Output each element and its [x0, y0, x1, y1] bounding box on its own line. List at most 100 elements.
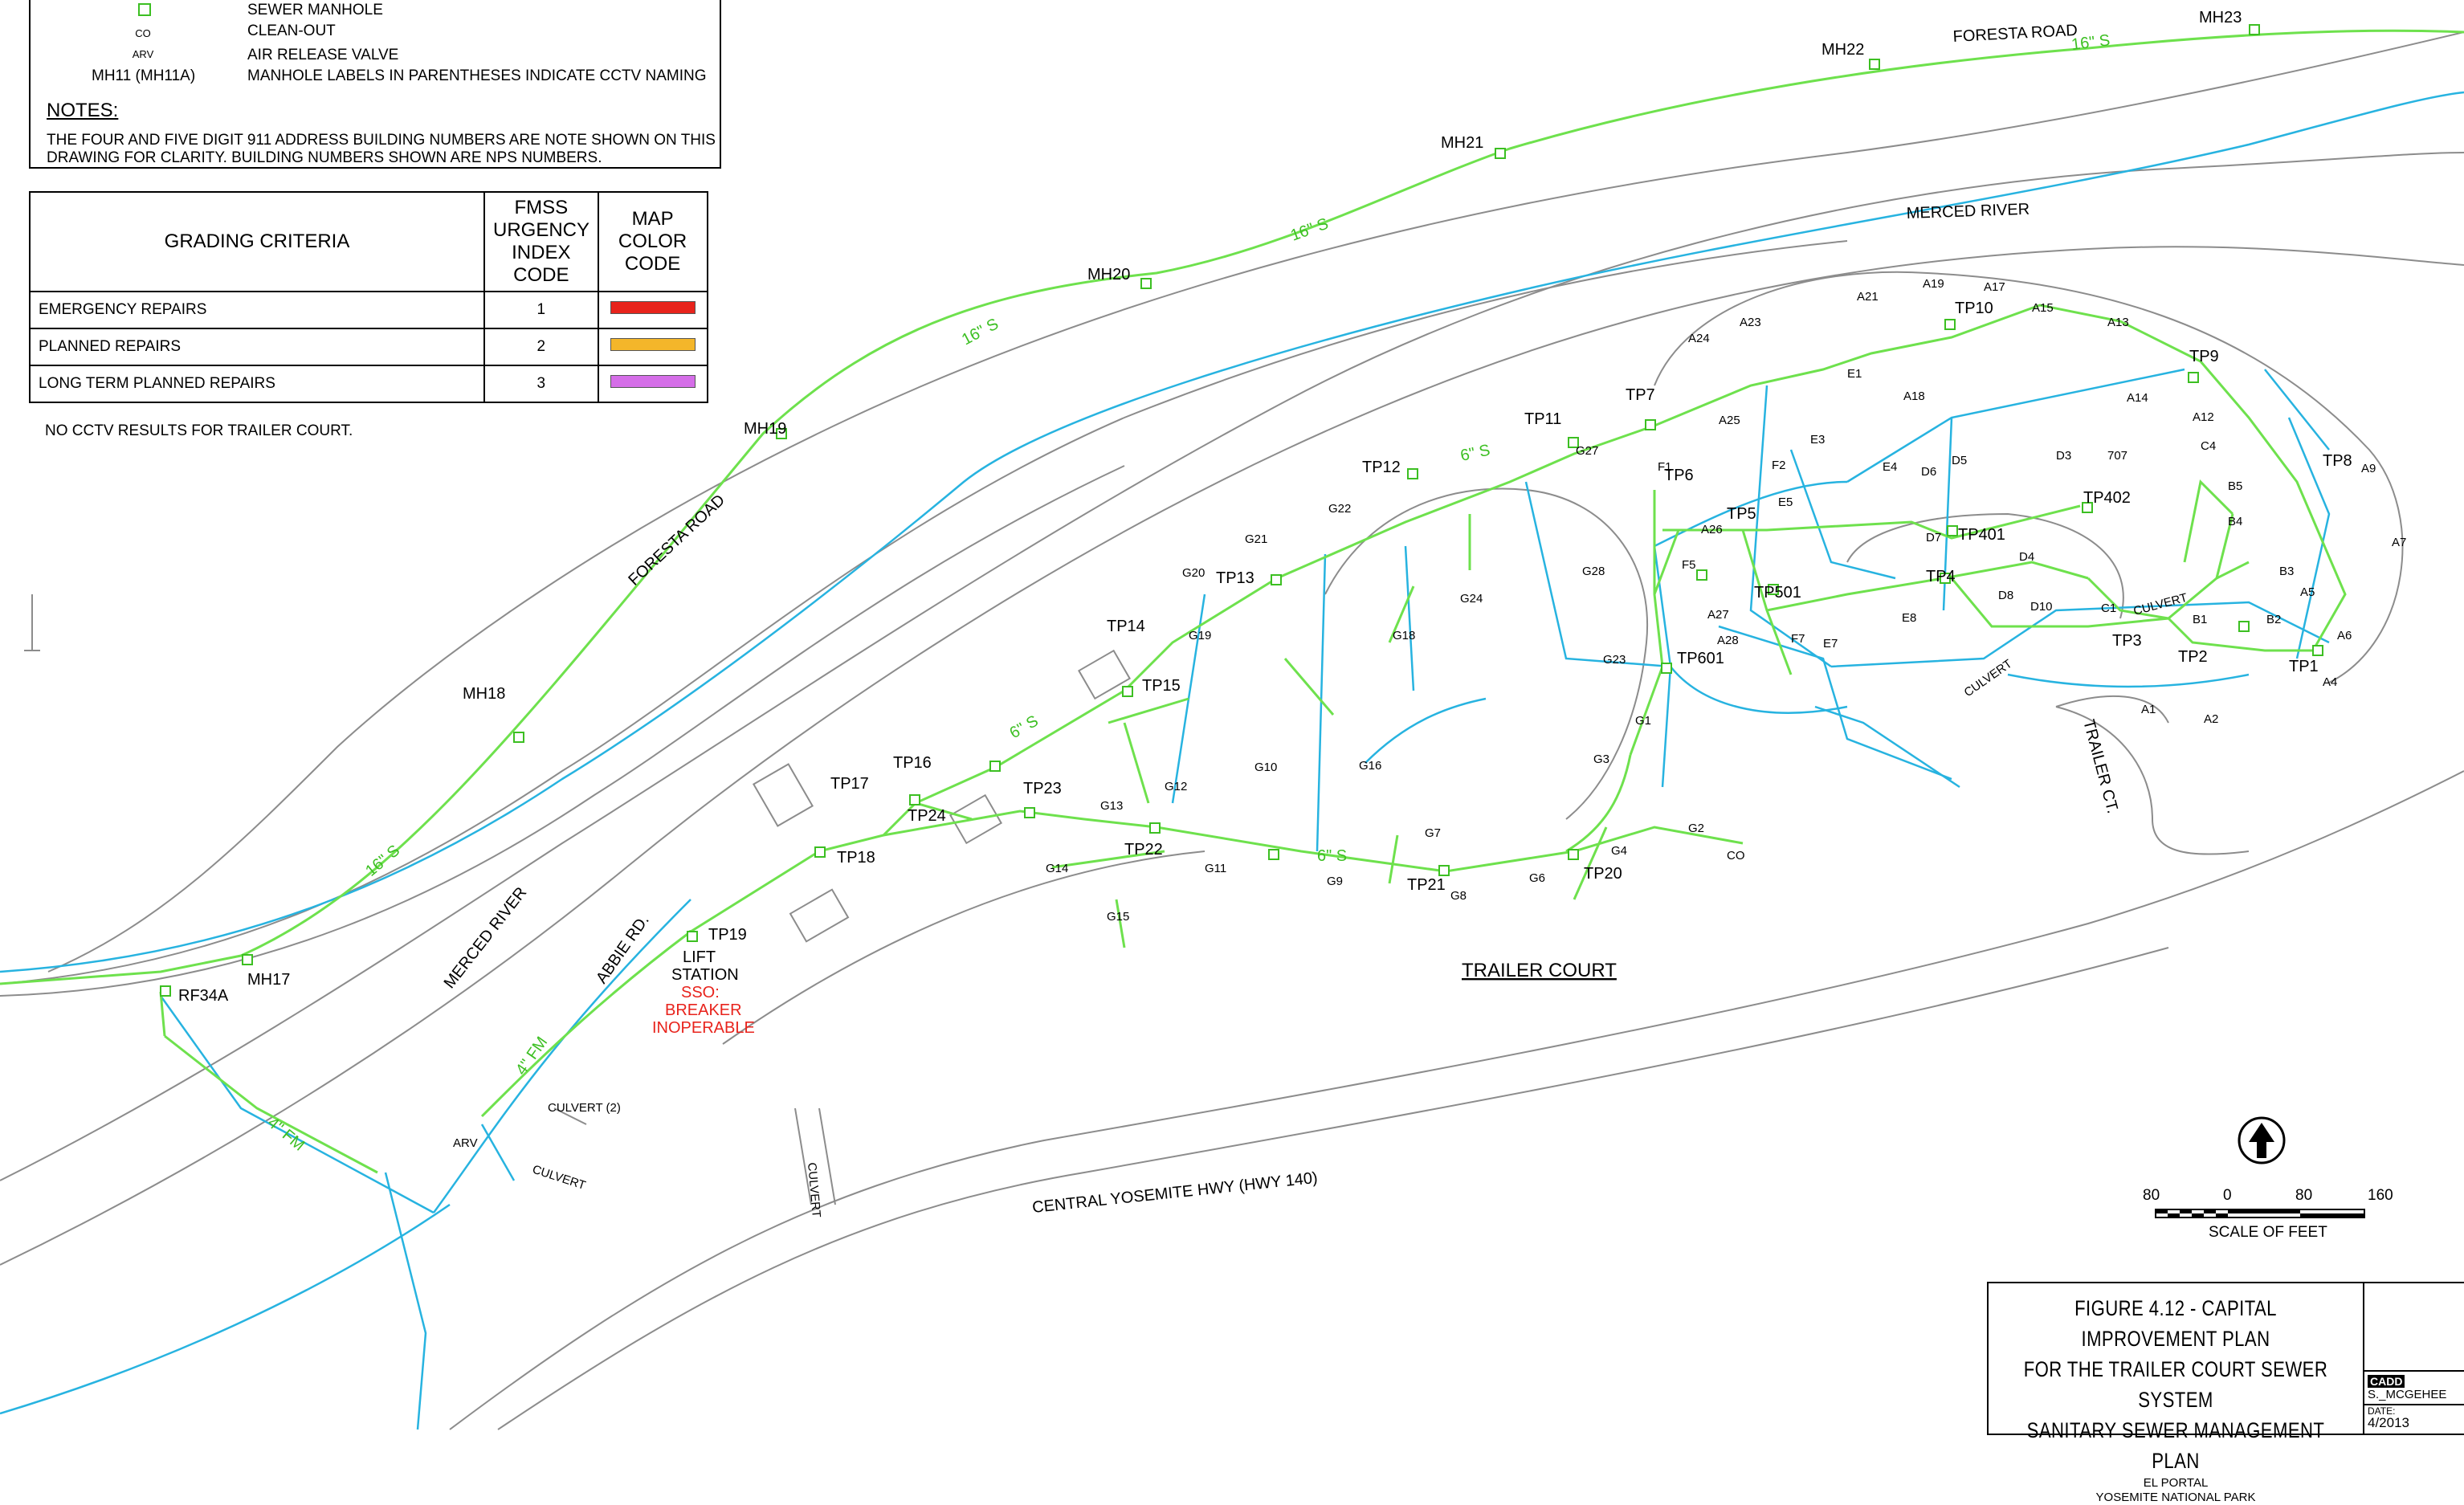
- manhole-label: TP501: [1754, 584, 1801, 602]
- manhole-label: MH18: [463, 685, 505, 703]
- manhole-markers: [160, 24, 2323, 997]
- manhole-label: TP14: [1107, 618, 1145, 635]
- abbie-rd-label: ABBIE RD.: [593, 912, 653, 987]
- grading-row-criteria: EMERGENCY REPAIRS: [29, 291, 485, 329]
- trailer-ct-label: TRAILER CT.: [2079, 718, 2121, 816]
- building-label: E3: [1810, 433, 1825, 447]
- building-label: E4: [1883, 460, 1897, 474]
- culvert-label-5: CULVERT: [2132, 591, 2189, 618]
- location-line: EL PORTAL: [2143, 1476, 2209, 1490]
- manhole-label: TP401: [1958, 526, 2005, 544]
- building-label: G16: [1359, 759, 1381, 773]
- building-label: A28: [1717, 634, 1739, 647]
- cadd-label: CADD: [2368, 1375, 2405, 1388]
- building-label: F7: [1791, 632, 1805, 646]
- building-label: A12: [2193, 410, 2214, 424]
- manhole-label: MH20: [1087, 266, 1130, 283]
- building-label: A17: [1984, 280, 2005, 294]
- grading-row-criteria: PLANNED REPAIRS: [29, 328, 485, 366]
- building-label: A23: [1740, 316, 1761, 329]
- manhole-label: TP16: [893, 754, 932, 772]
- building-label: A7: [2392, 536, 2406, 549]
- building-label: G20: [1182, 566, 1205, 580]
- building-label: D4: [2019, 550, 2034, 564]
- manhole-label: TP3: [2112, 632, 2142, 650]
- manhole-label: TP7: [1626, 386, 1655, 404]
- north-arrow-icon: [2238, 1116, 2286, 1164]
- arv-label: ARV: [453, 1136, 478, 1150]
- building-label: G10: [1254, 761, 1277, 774]
- building-label: G11: [1205, 862, 1226, 875]
- building-label: G3: [1593, 752, 1609, 766]
- building-label: G7: [1425, 826, 1441, 840]
- building-label: G8: [1450, 889, 1467, 903]
- building-label: E1: [1847, 367, 1862, 381]
- building-label: A19: [1923, 277, 1944, 291]
- manhole-label: RF34A: [178, 987, 229, 1005]
- building-label: A21: [1857, 290, 1879, 304]
- grading-row-code: 3: [483, 365, 599, 403]
- building-label: A25: [1719, 414, 1740, 427]
- foresta-road-label-upper: FORESTA ROAD: [1952, 22, 2078, 46]
- merced-river-label-upper: MERCED RIVER: [1906, 201, 2030, 222]
- plan-title: SANITARY SEWER MANAGEMENT PLAN: [2026, 1418, 2325, 1473]
- scale-tick-label: 80: [2143, 1187, 2160, 1204]
- manhole-label: TP10: [1955, 300, 1993, 317]
- manhole-label: TP12: [1362, 459, 1401, 476]
- color-swatch-long-term: [610, 375, 696, 388]
- co-label: CO: [1727, 849, 1745, 863]
- trailer-court-label: TRAILER COURT: [1462, 960, 1617, 981]
- pipe-size-label: 6" S: [1458, 442, 1491, 465]
- sewer-system-map: FORESTA ROAD FORESTA ROAD MERCED RIVER M…: [0, 9, 2464, 1430]
- building-label: F1: [1658, 460, 1672, 474]
- manhole-label: TP8: [2323, 452, 2352, 470]
- pipe-size-label: 6" S: [1317, 847, 1347, 865]
- grading-row-code: 2: [483, 328, 599, 366]
- building-label: 707: [2107, 449, 2127, 463]
- color-swatch-emergency: [610, 301, 696, 314]
- manhole-label: TP9: [2189, 348, 2219, 365]
- manhole-label: TP11: [1524, 410, 1561, 428]
- date-label: DATE:: [2368, 1405, 2396, 1417]
- manhole-label: TP6: [1664, 467, 1694, 484]
- building-label: A4: [2323, 675, 2337, 689]
- building-label: E8: [1902, 611, 1916, 625]
- manhole-label: TP601: [1677, 650, 1724, 667]
- date-value: 4/2013: [2368, 1415, 2409, 1430]
- manhole-label: MH17: [247, 971, 290, 989]
- figure-subtitle: FOR THE TRAILER COURT SEWER SYSTEM: [2023, 1357, 2328, 1412]
- title-block-side: CADD S._MCGEHEE DATE: 4/2013: [2364, 1283, 2464, 1434]
- manhole-label: TP5: [1727, 505, 1756, 523]
- building-label: A13: [2107, 316, 2129, 329]
- building-label: G12: [1165, 780, 1187, 793]
- building-label: B2: [2266, 613, 2281, 626]
- building-label: G13: [1100, 799, 1123, 813]
- title-block-main: FIGURE 4.12 - CAPITAL IMPROVEMENT PLAN F…: [1989, 1283, 2364, 1504]
- building-label: G1: [1635, 714, 1651, 728]
- legend-label-manhole: SEWER MANHOLE: [247, 2, 383, 18]
- building-label: D8: [1998, 589, 2013, 602]
- manhole-label: TP24: [908, 807, 946, 825]
- building-label: B1: [2193, 613, 2207, 626]
- color-swatch-planned: [610, 338, 696, 351]
- scale-bar: [2155, 1209, 2365, 1218]
- building-label: A18: [1903, 390, 1925, 403]
- building-label: A26: [1701, 523, 1723, 536]
- water-lines: [0, 91, 2464, 1430]
- manhole-label: MH21: [1441, 134, 1483, 152]
- manhole-label: TP23: [1023, 780, 1062, 797]
- building-label: G14: [1046, 862, 1068, 875]
- sso-label: BREAKER: [665, 1001, 742, 1019]
- manhole-label: TP2: [2178, 648, 2208, 666]
- pipe-size-label: 4" FM: [264, 1114, 308, 1155]
- sso-label: SSO:: [681, 984, 720, 1001]
- park-line: YOSEMITE NATIONAL PARK: [2095, 1491, 2256, 1504]
- building-label: G24: [1460, 592, 1483, 606]
- culvert-label-1: CULVERT: [531, 1163, 588, 1193]
- building-label: G19: [1189, 629, 1211, 642]
- legend-label-cleanout: CLEAN-OUT: [247, 22, 336, 39]
- building-label: D5: [1952, 454, 1967, 467]
- pipe-size-label: 16" S: [959, 315, 1002, 349]
- base-linework: [0, 31, 2464, 1430]
- building-label: C1: [2101, 602, 2116, 615]
